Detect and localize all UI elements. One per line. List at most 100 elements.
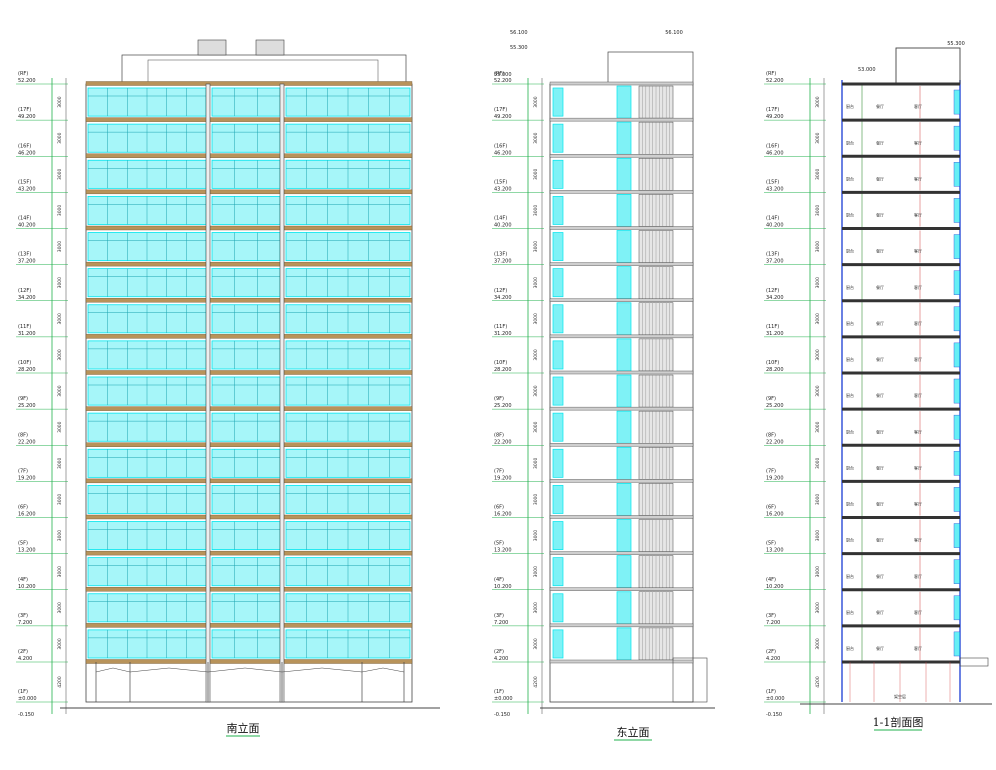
south-story-height: 3000 — [57, 457, 63, 469]
south-roof-parapet — [121, 54, 407, 85]
east-floor-label: (3F) — [494, 613, 504, 619]
section-story-height: 3000 — [815, 638, 821, 650]
section-story-height: 3000 — [815, 457, 821, 469]
section-room-label: 厨台 — [846, 428, 854, 434]
section-floor-level: 22.200 — [766, 439, 784, 445]
section-story-height: 3000 — [815, 421, 821, 433]
section-room-label: 餐厅 — [876, 248, 884, 254]
section-floor-label: (4F) — [766, 577, 776, 583]
south-ground-canopy-line — [95, 667, 131, 673]
south-ground-canopy-line — [361, 667, 405, 673]
section-parapet-level: 53.000 — [858, 67, 876, 73]
section-window — [953, 234, 961, 259]
south-floor-level: 46.200 — [18, 150, 36, 156]
east-floor-level: 10.200 — [494, 584, 512, 590]
section-floor-label: (6F) — [766, 505, 776, 511]
east-floor-label: (11F) — [494, 324, 507, 330]
section-floor-level: 46.200 — [766, 150, 784, 156]
east-corner-window — [552, 123, 564, 153]
section-room-label: 客厅 — [914, 392, 922, 398]
south-story-height: 3000 — [57, 241, 63, 253]
section-floor-label: (13F) — [766, 252, 779, 258]
section-room-label: 厨台 — [846, 464, 854, 470]
section-room-label: 厨台 — [846, 248, 854, 254]
south-story-height: 3000 — [57, 494, 63, 506]
section-floor-label: (12F) — [766, 288, 779, 294]
section-floor-slab — [842, 516, 960, 519]
south-story-height: 3000 — [57, 96, 63, 108]
section-room-label: 餐厅 — [876, 573, 884, 579]
section-room-label: 厨台 — [846, 392, 854, 398]
east-corner-window — [552, 304, 564, 334]
east-floor-label: (5F) — [494, 541, 504, 547]
east-corner-window — [552, 412, 564, 442]
section-floor-level: 31.200 — [766, 331, 784, 337]
section-floor-slab — [842, 624, 960, 628]
east-story-height: 3000 — [533, 421, 539, 433]
section-room-label: 厨台 — [846, 356, 854, 362]
east-stair-window — [616, 483, 632, 516]
east-floor-band — [549, 117, 694, 122]
south-window-glazing — [211, 268, 281, 298]
east-stair-window — [616, 591, 632, 625]
section-floor-slab — [842, 118, 960, 122]
section-floor-label: (3F) — [766, 613, 776, 619]
section-floor-label: (16F) — [766, 143, 779, 149]
east-stair-window — [616, 121, 632, 155]
east-story-height: 3000 — [533, 530, 539, 542]
section-roof-room-level: 55.300 — [947, 41, 965, 47]
section-floor-label: (9F) — [766, 396, 776, 402]
section-floor-label: (15F) — [766, 179, 779, 185]
section-room-label: 厨台 — [846, 573, 854, 579]
south-story-height: 3000 — [57, 277, 63, 289]
section-floor-slab — [842, 82, 960, 86]
east-floor-level: ±0.000 — [494, 696, 513, 702]
south-story-height: 3000 — [57, 385, 63, 397]
section-room-label: 客厅 — [914, 139, 922, 145]
east-floor-label: (10F) — [494, 360, 507, 366]
south-floor-slab — [85, 81, 413, 86]
section-room-label: 客厅 — [914, 212, 922, 218]
section-floor-level: 13.200 — [766, 548, 784, 554]
east-floor-label: (12F) — [494, 288, 507, 294]
east-story-height: 3000 — [533, 205, 539, 217]
south-story-height: 3000 — [57, 421, 63, 433]
east-floor-label: (RF) — [494, 71, 504, 77]
section-window — [953, 198, 961, 223]
south-floor-level: 19.200 — [18, 475, 36, 481]
south-window-glazing — [211, 557, 281, 587]
south-elevation: (1F)±0.0004200(2F)4.2003000(3F)7.2003000… — [16, 39, 440, 718]
section-story-height: 3000 — [815, 385, 821, 397]
section-floor-slab — [842, 299, 960, 303]
east-story-height: 3000 — [533, 313, 539, 325]
south-floor-label: (11F) — [18, 324, 31, 330]
south-floor-level: 7.200 — [18, 620, 32, 626]
east-floor-label: (17F) — [494, 107, 507, 113]
section-roof-room — [895, 47, 961, 85]
south-story-height: 3000 — [57, 530, 63, 542]
section-floor-label: (RF) — [766, 71, 776, 77]
south-floor-label: (4F) — [18, 577, 28, 583]
section-floor-label: (2F) — [766, 649, 776, 655]
south-window-glazing — [211, 159, 281, 189]
east-roof-level-left: 55.300 — [510, 45, 528, 51]
east-story-height: 3000 — [533, 277, 539, 289]
east-stair-window — [616, 194, 632, 227]
section-story-height: 3000 — [815, 168, 821, 180]
south-floor-level: 52.200 — [18, 78, 36, 84]
south-floor-level: 25.200 — [18, 403, 36, 409]
east-story-height: 3000 — [533, 457, 539, 469]
section-floor-label: (8F) — [766, 432, 776, 438]
south-window-glazing — [211, 629, 281, 659]
section-title: 1-1剖面图 — [873, 715, 924, 729]
east-corner-window — [552, 159, 564, 189]
section-room-label: 客厅 — [914, 320, 922, 326]
east-roof-level-left: 56.100 — [510, 30, 528, 36]
section-room-label: 厨台 — [846, 609, 854, 615]
section-room-label: 餐厅 — [876, 609, 884, 615]
section-floor-slab — [842, 407, 960, 411]
south-roof-stair-box — [197, 39, 227, 56]
section-room-label: 客厅 — [914, 573, 922, 579]
east-story-height: 3000 — [533, 168, 539, 180]
section-ground-room-label: 架空层 — [894, 693, 906, 699]
